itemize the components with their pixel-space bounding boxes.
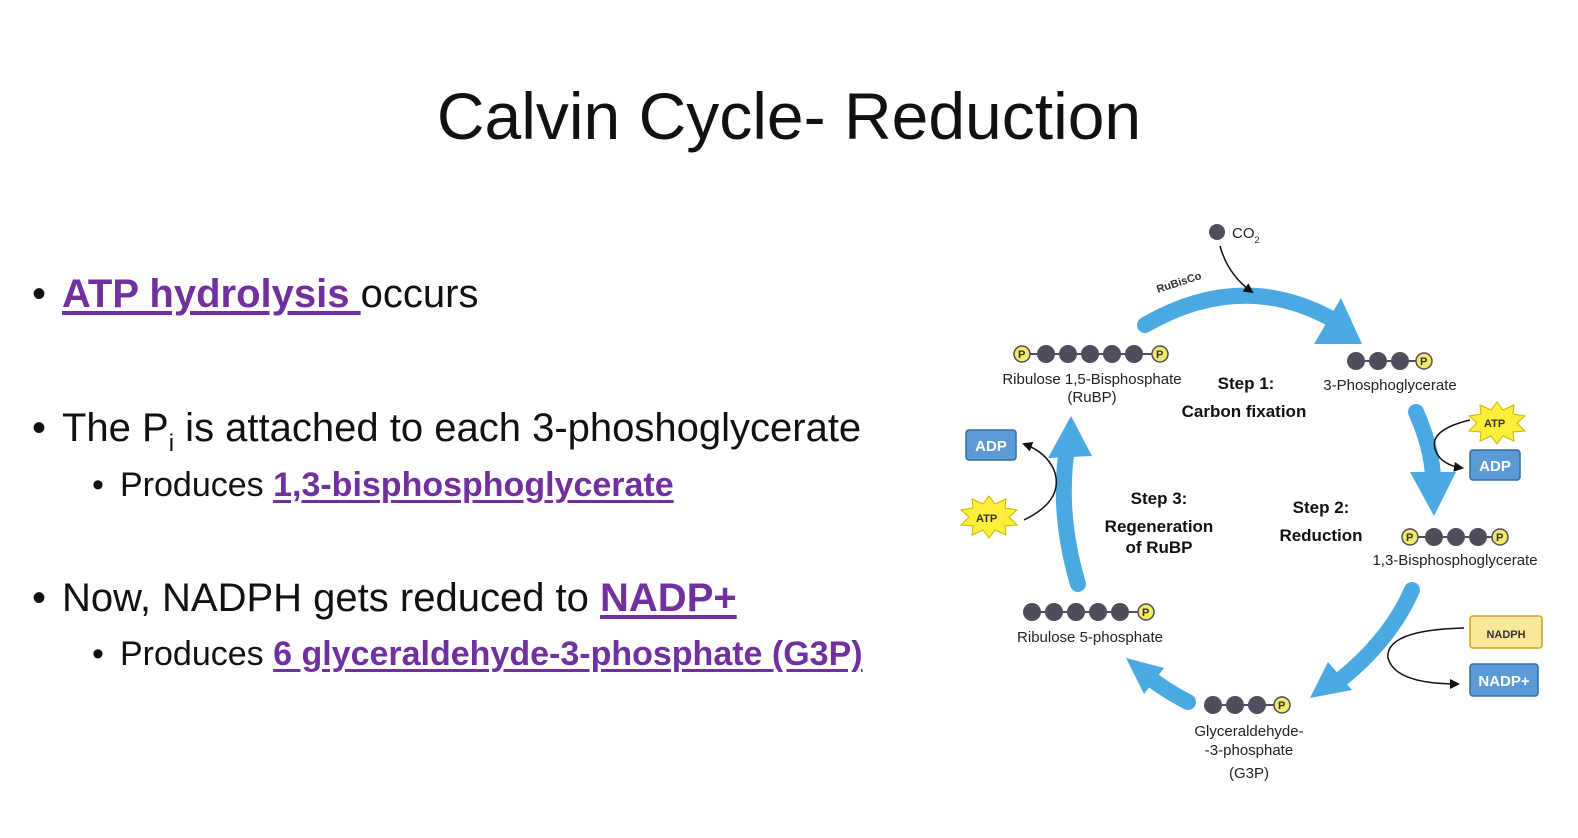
carbon-atom-icon [1369,352,1387,370]
nadph-arrow [1388,628,1464,684]
nadp-label: NADP+ [1478,673,1530,690]
carbon-atom-icon [1248,696,1266,714]
co2-label: CO2 [1232,225,1260,245]
arrowhead-reduction-first [1410,472,1456,516]
carbon-atom-icon [1103,345,1121,363]
r5p-name: Ribulose 5-phosphate [1017,629,1163,646]
bpg-name: 1,3-Bisphosphoglycerate [1372,552,1537,569]
arrow-carbon-fixation [1145,296,1330,325]
carbon-atom-icon [1023,603,1041,621]
carbon-atom-icon [1059,345,1077,363]
carbon-atom-icon [1081,345,1099,363]
g3p-name-line1: Glyceraldehyde- [1194,723,1303,740]
carbon-atom-icon [1447,528,1465,546]
carbon-atom-icon [1391,352,1409,370]
step3-name-line1: Regeneration [1105,517,1214,536]
arrow-reduction-first [1416,412,1433,478]
adp-right-label: ADP [1479,458,1511,475]
svg-text:P: P [1156,349,1163,361]
carbon-atom-icon [1111,603,1129,621]
carbon-atom-icon [1037,345,1055,363]
step3-title: Step 3: [1131,489,1188,508]
g3p-name-line2: -3-phosphate [1205,742,1293,759]
co2-arrow [1220,246,1252,292]
arrow-reduction-second [1340,590,1412,680]
pga-molecule: P [1347,352,1432,370]
svg-text:ATP: ATP [1484,418,1505,430]
carbon-atom-icon [1045,603,1063,621]
step1-name: Carbon fixation [1182,402,1307,421]
carbon-atom-icon [1089,603,1107,621]
carbon-atom-icon [1204,696,1222,714]
step2-title: Step 2: [1293,498,1350,517]
carbon-atom-icon [1469,528,1487,546]
atp-right-arrow [1434,420,1470,468]
atp-right: ATP [1469,402,1525,444]
carbon-atom-icon [1226,696,1244,714]
step3-name-line2: of RuBP [1125,538,1192,557]
carbon-atom-icon [1425,528,1443,546]
svg-text:ATP: ATP [976,513,997,525]
step1-title: Step 1: [1218,374,1275,393]
svg-text:P: P [1278,700,1285,712]
arrow-to-r5p [1150,678,1188,702]
nadph-label: NADPH [1486,629,1525,641]
svg-text:P: P [1420,356,1427,368]
g3p-molecule: P [1204,696,1290,714]
g3p-abbrev: (G3P) [1229,765,1269,782]
co2-carbon-icon [1209,224,1225,240]
svg-text:P: P [1018,349,1025,361]
rubp-molecule: P P [1014,345,1168,363]
bpg-molecule: P P [1402,528,1508,546]
r5p-molecule: P [1023,603,1154,621]
rubp-abbrev: (RuBP) [1067,389,1116,406]
pga-name: 3-Phosphoglycerate [1323,377,1456,394]
arrow-regeneration [1064,442,1078,584]
svg-text:P: P [1496,532,1503,544]
rubp-name: Ribulose 1,5-Bisphosphate [1002,371,1181,388]
atp-left: ATP [961,496,1017,538]
step2-name: Reduction [1279,526,1362,545]
adp-left-label: ADP [975,438,1007,455]
carbon-atom-icon [1067,603,1085,621]
rubisco-label: RuBisCo [1155,270,1203,296]
arrowhead-regeneration [1048,416,1092,458]
carbon-atom-icon [1125,345,1143,363]
svg-text:P: P [1142,607,1149,619]
svg-text:P: P [1406,532,1413,544]
carbon-atom-icon [1347,352,1365,370]
